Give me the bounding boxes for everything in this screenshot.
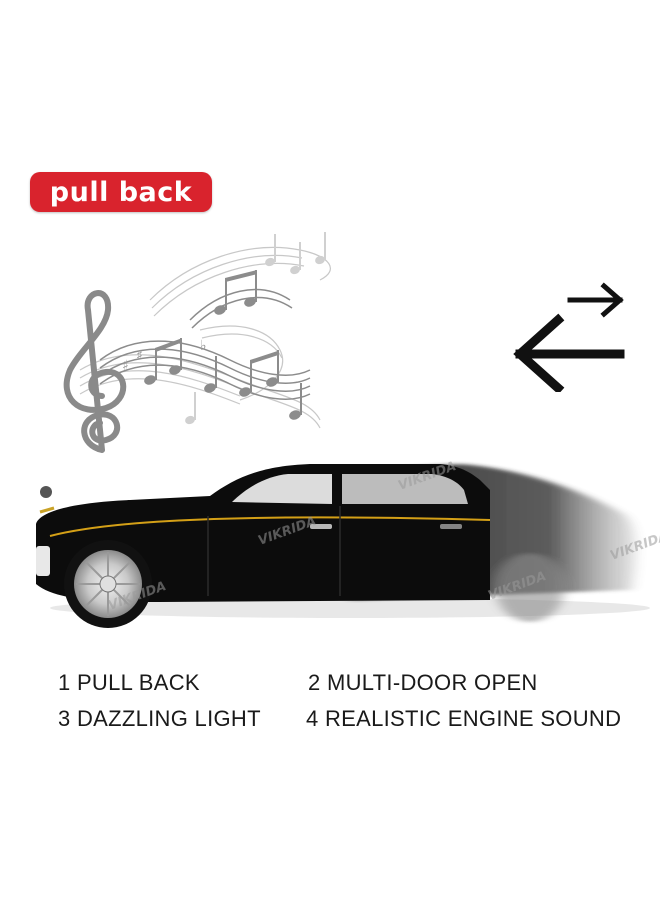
svg-text:♯: ♯ (122, 358, 129, 374)
feature-dazzling-light: 3 DAZZLING LIGHT (58, 706, 261, 731)
pull-back-arrows-icon (513, 282, 625, 392)
toy-car-image: VIKRIDA VIKRIDA VIKRIDA VIKRIDA VIKRIDA (36, 459, 660, 628)
feature-realistic-engine-sound: 4 REALISTIC ENGINE SOUND (306, 706, 622, 731)
feature-pull-back: 1 PULL BACK (58, 670, 200, 695)
pull-back-badge-label: pull back (49, 176, 193, 208)
svg-text:♯: ♯ (136, 348, 143, 364)
music-notes-icon: ♯ ♯ ♭ (63, 232, 331, 453)
svg-text:♭: ♭ (200, 338, 207, 354)
feature-multi-door-open: 2 MULTI-DOOR OPEN (308, 670, 538, 695)
pull-back-badge: pull back (30, 172, 212, 212)
